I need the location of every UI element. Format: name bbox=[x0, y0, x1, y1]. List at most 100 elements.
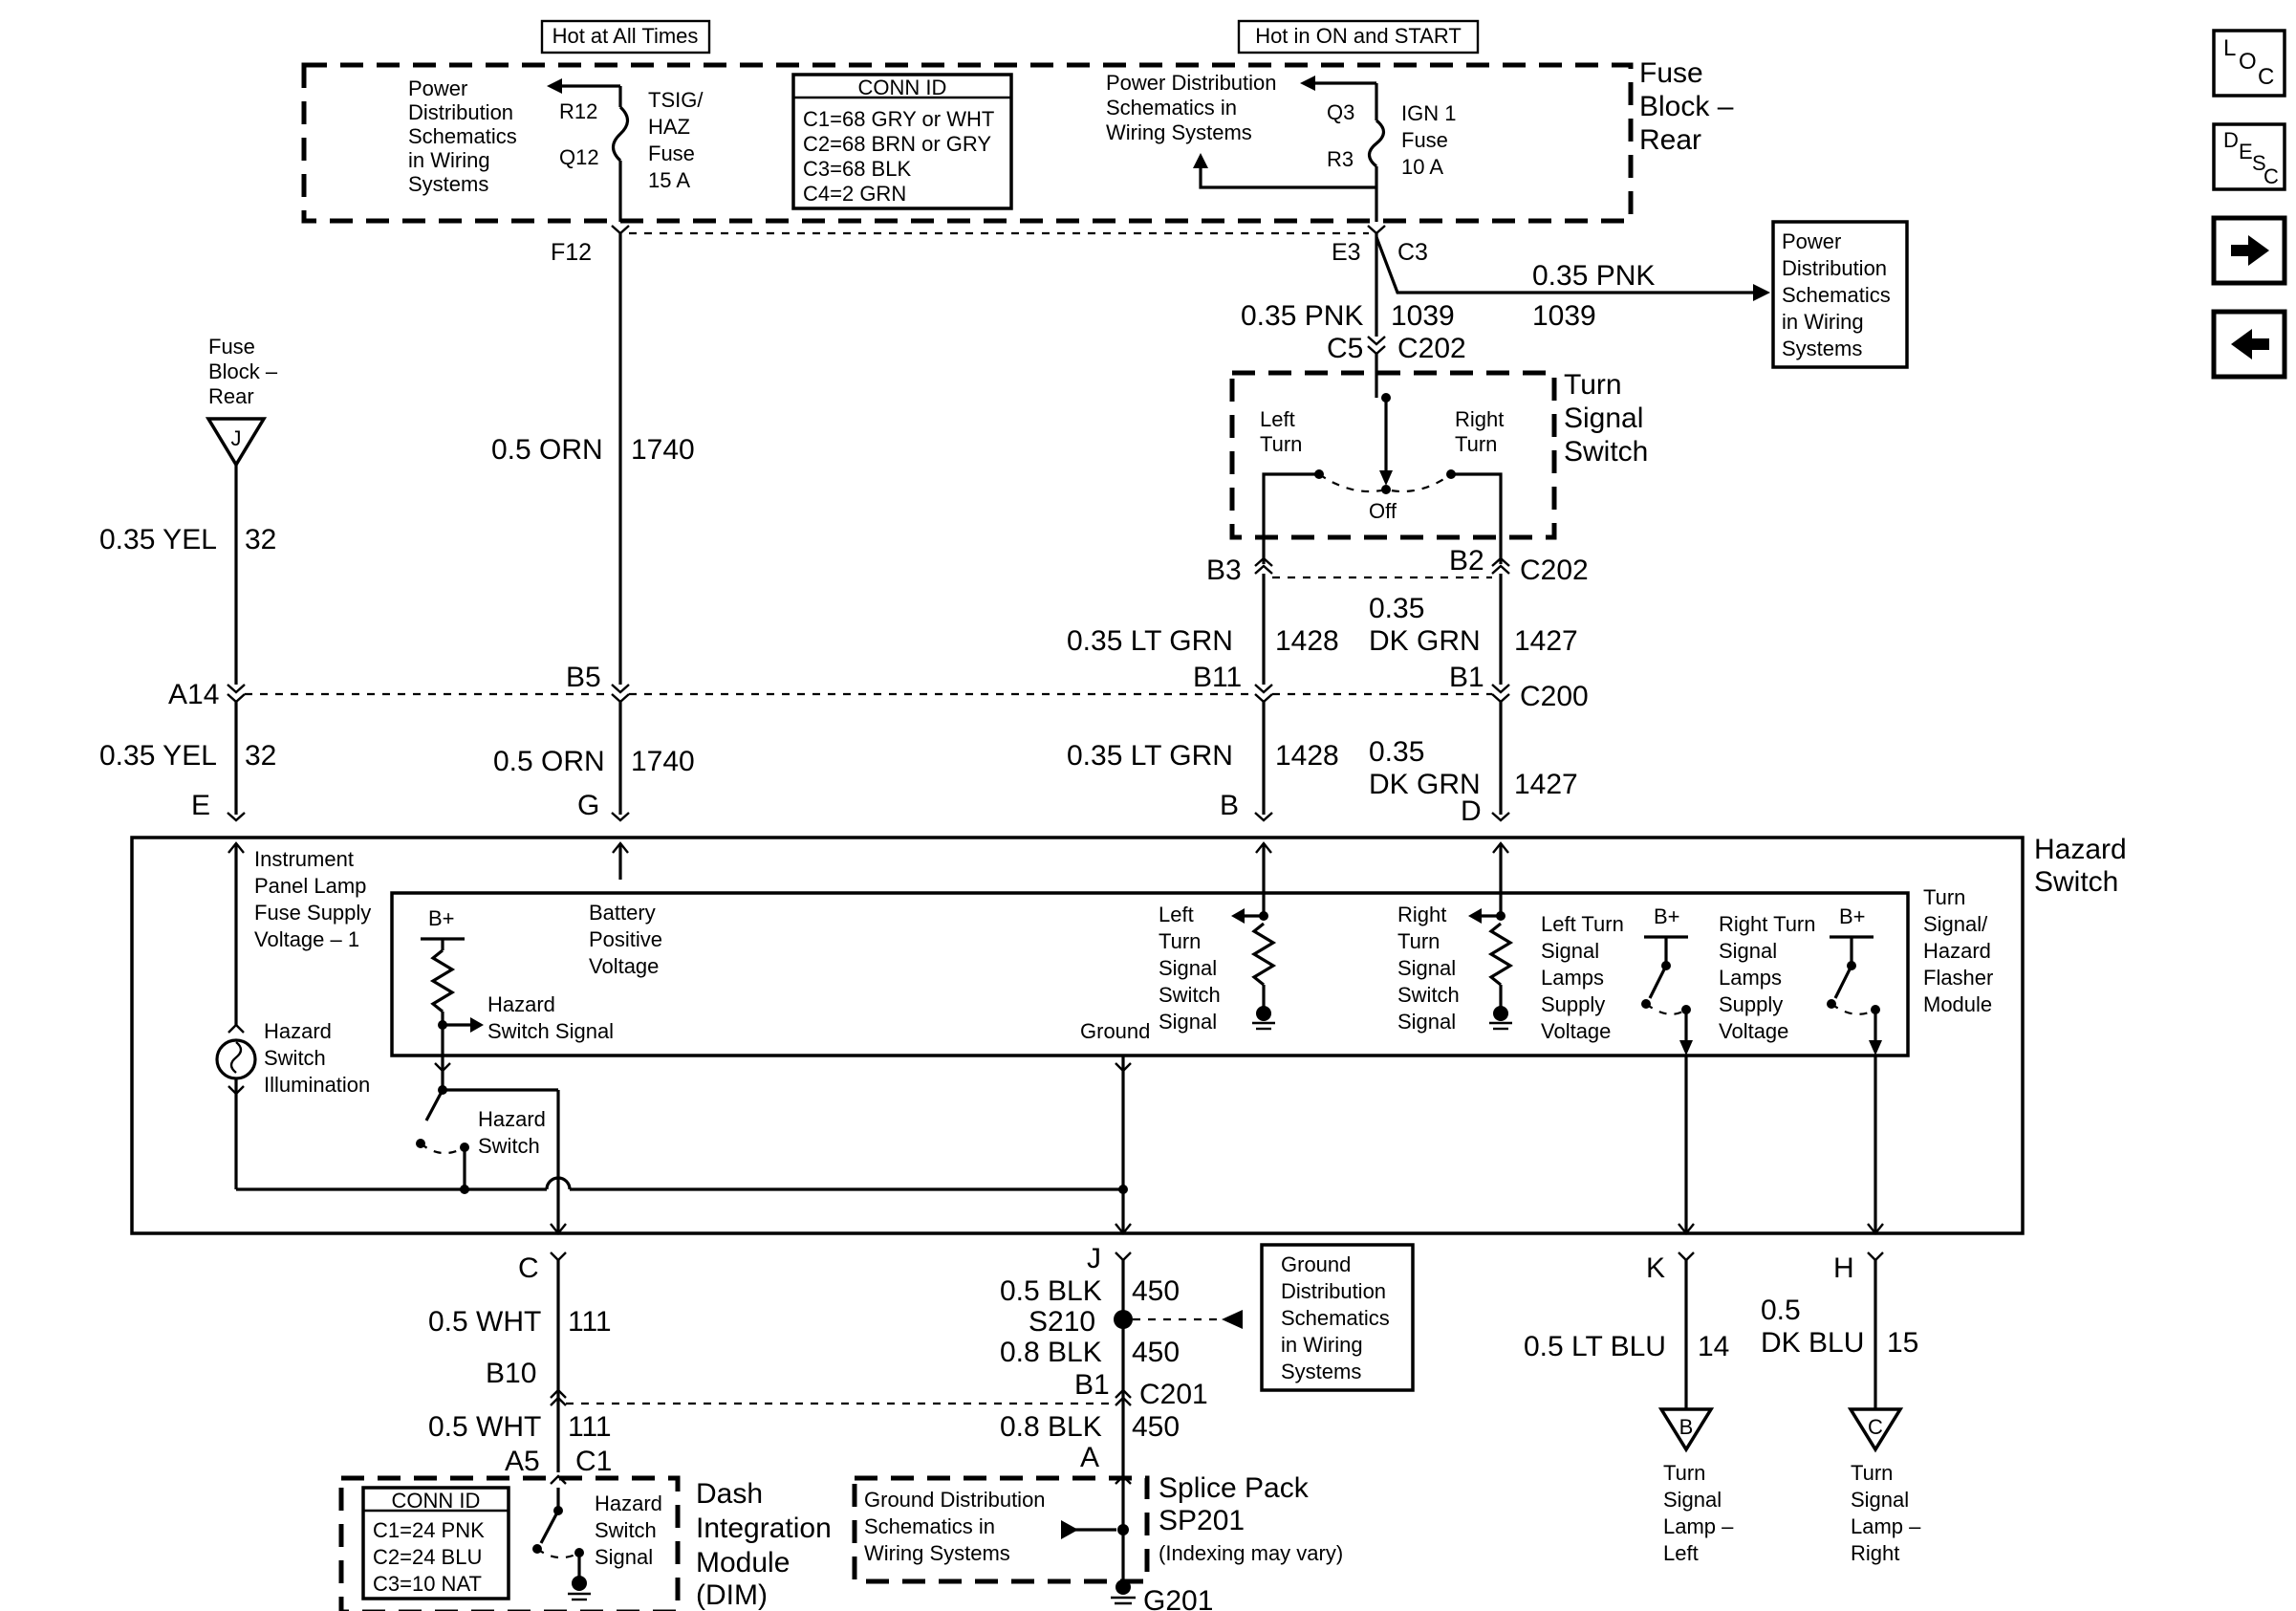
wire-blk08-label-1: 0.8 BLK bbox=[1000, 1337, 1102, 1368]
conn-id-c1: C1=68 GRY or WHT bbox=[803, 107, 994, 131]
flasher-4: Flasher bbox=[1923, 966, 1993, 990]
illum-3: Illumination bbox=[264, 1073, 370, 1097]
left-lamps-5: Voltage bbox=[1541, 1019, 1611, 1043]
batt-1: Battery bbox=[589, 901, 656, 925]
svg-text:L: L bbox=[2223, 35, 2236, 61]
splice-s210-dot bbox=[1114, 1310, 1133, 1329]
pin-b5: B5 bbox=[566, 662, 601, 693]
haz-signal-2: Switch Signal bbox=[487, 1019, 614, 1043]
illum-1: Hazard bbox=[264, 1019, 332, 1043]
fbr-ref-3: Rear bbox=[208, 384, 254, 408]
svg-text:C: C bbox=[2264, 164, 2279, 188]
pin-b2: B2 bbox=[1449, 545, 1484, 577]
pin-k: K bbox=[1646, 1252, 1665, 1284]
loc-button[interactable]: L O C bbox=[2212, 29, 2286, 98]
sp-note: (Indexing may vary) bbox=[1159, 1541, 1343, 1565]
ground-label: Ground bbox=[1080, 1019, 1150, 1043]
pin-c5: C5 bbox=[1327, 333, 1363, 364]
hazard-switch: Hazard Switch Instrument Panel Lamp Fuse… bbox=[130, 834, 2127, 1235]
right-lamps-bplus: B+ bbox=[1839, 904, 1866, 928]
left-sig-1: Left bbox=[1159, 903, 1194, 926]
flasher-bplus-1: B+ bbox=[428, 906, 455, 930]
wire-ltgrn-label-1: 0.35 LT GRN bbox=[1067, 625, 1233, 657]
wire-ltblu-num: 14 bbox=[1698, 1331, 1729, 1362]
fuse-left-ref-4: in Wiring bbox=[408, 148, 490, 172]
haz-switch-2: Switch bbox=[478, 1134, 540, 1158]
desc-button[interactable]: D E S C bbox=[2212, 122, 2286, 191]
pin-d: D bbox=[1461, 795, 1482, 827]
left-lamps-bplus: B+ bbox=[1654, 904, 1680, 928]
power-distribution-ref-box: Power Distribution Schematics in Wiring … bbox=[1771, 220, 1909, 369]
wire-blk05-label: 0.5 BLK bbox=[1000, 1275, 1102, 1307]
resistor-left-signal bbox=[1250, 922, 1277, 987]
wire-yel-num-1: 32 bbox=[245, 524, 276, 555]
fbr-tri-j: J bbox=[231, 426, 242, 450]
gd-ref-4: in Wiring bbox=[1281, 1333, 1363, 1357]
tss-left-2: Turn bbox=[1260, 432, 1302, 456]
fuse-block-rear: Fuse Block – Rear Power Distribution Sch… bbox=[301, 57, 1734, 224]
pin-a5: A5 bbox=[505, 1446, 540, 1477]
pd-ref-2: Distribution bbox=[1782, 256, 1887, 280]
right-lamps-1: Right Turn bbox=[1719, 912, 1816, 936]
hot-at-all-times-label: Hot at All Times bbox=[540, 19, 711, 54]
connector-c3: C3 bbox=[1397, 239, 1428, 266]
connector-f12 bbox=[611, 225, 630, 235]
wire-orn-num-1: 1740 bbox=[631, 434, 695, 466]
fuse-block-title-1: Fuse bbox=[1639, 57, 1703, 89]
lamp-circuits: K 0.5 LT BLU 14 B Turn Signal Lamp – Lef… bbox=[1524, 1252, 1921, 1565]
wire-orn-label-1: 0.5 ORN bbox=[491, 434, 603, 466]
conn-id-title: CONN ID bbox=[858, 76, 947, 99]
sp-ref-1: Ground Distribution bbox=[864, 1488, 1046, 1512]
fbr-ref-2: Block – bbox=[208, 359, 278, 383]
connector-c200-name: C200 bbox=[1520, 681, 1589, 712]
wire-ltgrn-label-2: 0.35 LT GRN bbox=[1067, 740, 1233, 772]
wire-dkgrn-num-2: 1427 bbox=[1514, 769, 1578, 800]
ip-lamp-3: Fuse Supply bbox=[254, 901, 371, 925]
wire-yel-label-1: 0.35 YEL bbox=[99, 524, 217, 555]
lamp-left-4: Left bbox=[1663, 1541, 1699, 1565]
pnk-down-circuit: 1039 bbox=[1391, 300, 1455, 332]
ign-fuse-1: IGN 1 bbox=[1401, 101, 1456, 125]
prev-page-button[interactable] bbox=[2211, 309, 2287, 380]
left-lamps-3: Lamps bbox=[1541, 966, 1604, 990]
wire-dkgrn-size-1: 0.35 bbox=[1369, 593, 1424, 624]
lamp-left-1: Turn bbox=[1663, 1461, 1705, 1485]
wire-wht-num-2: 111 bbox=[568, 1411, 612, 1443]
right-lamps-3: Lamps bbox=[1719, 966, 1782, 990]
illum-2: Switch bbox=[264, 1046, 326, 1070]
fuse-pin-q3: Q3 bbox=[1327, 100, 1354, 124]
pnk-down-wire: 0.35 PNK bbox=[1241, 300, 1363, 332]
pin-b1-c201: B1 bbox=[1074, 1369, 1110, 1401]
pd-ref-1: Power bbox=[1782, 229, 1841, 253]
next-page-button[interactable] bbox=[2211, 215, 2287, 286]
flasher-2: Signal/ bbox=[1923, 912, 1988, 936]
wire-blk-num-2: 450 bbox=[1132, 1337, 1180, 1368]
lamp-left-2: Signal bbox=[1663, 1488, 1722, 1512]
ip-lamp-4: Voltage – 1 bbox=[254, 927, 359, 951]
splice-pack-sp201: Ground Distribution Schematics in Wiring… bbox=[852, 1472, 1343, 1611]
wire-wht-label-1: 0.5 WHT bbox=[428, 1306, 541, 1338]
ign-fuse-3: 10 A bbox=[1401, 155, 1443, 179]
ip-lamp-1: Instrument bbox=[254, 847, 354, 871]
wire-orn-label-2: 0.5 ORN bbox=[493, 746, 605, 777]
lamp-right-2: Signal bbox=[1851, 1488, 1909, 1512]
dim-title-3: Module bbox=[696, 1547, 790, 1578]
connector-c202-top: C202 bbox=[1397, 333, 1466, 364]
fuse-left-ref-3: Schematics bbox=[408, 124, 517, 148]
pnk-right-wire: 0.35 PNK bbox=[1532, 260, 1655, 292]
fuse-left-ref-1: Power bbox=[408, 76, 467, 100]
connector-c1: C1 bbox=[575, 1446, 612, 1477]
dim-haz-signal-2: Switch bbox=[595, 1518, 657, 1542]
sp-title-1: Splice Pack bbox=[1159, 1472, 1310, 1504]
wire-dkblu-label: DK BLU bbox=[1761, 1327, 1864, 1359]
wire-dkgrn-label-2: DK GRN bbox=[1369, 769, 1481, 800]
pin-e3: E3 bbox=[1332, 239, 1361, 266]
batt-3: Voltage bbox=[589, 954, 659, 978]
dim-conn-c1: C1=24 PNK bbox=[373, 1518, 485, 1542]
tri-b: B bbox=[1679, 1415, 1694, 1439]
right-lamps-2: Signal bbox=[1719, 939, 1777, 963]
pin-e: E bbox=[191, 790, 210, 821]
right-sig-3: Signal bbox=[1397, 956, 1456, 980]
flasher-5: Module bbox=[1923, 992, 1992, 1016]
svg-text:S: S bbox=[2252, 151, 2266, 175]
